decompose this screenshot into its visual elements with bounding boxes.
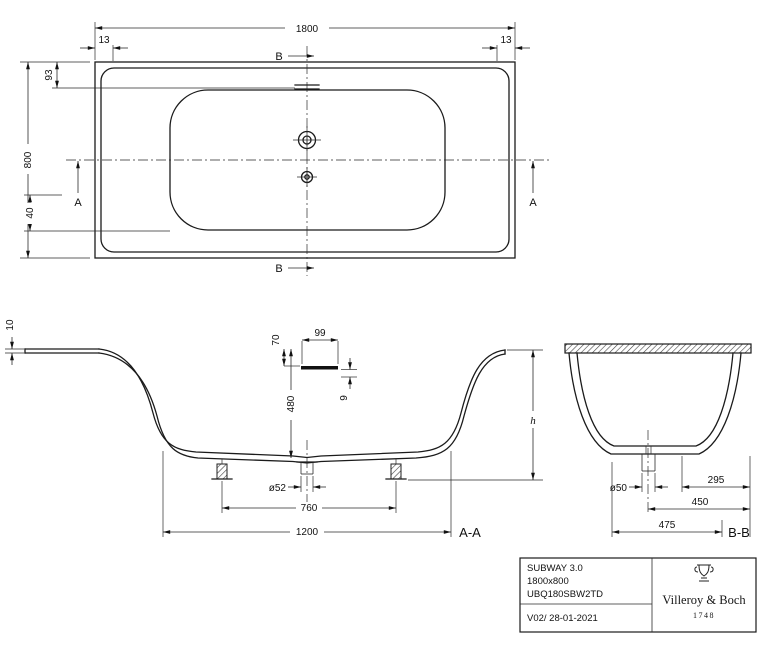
section-a-marker-right: A bbox=[529, 161, 537, 209]
section-a-label-right: A bbox=[529, 197, 537, 209]
tub-outer-edge bbox=[94, 61, 516, 259]
dim-295: 295 bbox=[681, 456, 751, 537]
dim-feet-760: 760 bbox=[221, 481, 397, 514]
dim-overflow-offset: 93 bbox=[44, 61, 295, 89]
dim-295-label: 295 bbox=[708, 475, 725, 486]
dim-9: 9 bbox=[339, 358, 357, 401]
tub-rim-inner bbox=[100, 67, 510, 253]
dim-depth-label: 480 bbox=[286, 395, 297, 412]
dim-drain-50-label: ø50 bbox=[610, 483, 628, 494]
dim-rim-thickness: 10 bbox=[5, 319, 24, 365]
foot-right bbox=[385, 459, 407, 480]
dim-475-label: 475 bbox=[659, 520, 676, 531]
dim-height-label: 800 bbox=[23, 151, 34, 168]
jet-symbol bbox=[297, 167, 317, 187]
foot-left bbox=[211, 459, 233, 480]
center-lines bbox=[66, 46, 550, 276]
dim-9-label: 9 bbox=[339, 395, 350, 401]
brand-year: 1748 bbox=[693, 611, 715, 620]
dim-bottom-offset: 40 bbox=[23, 194, 170, 232]
dim-h-label: h bbox=[530, 415, 536, 427]
dim-edge-offset-left: 13 bbox=[80, 35, 128, 61]
dim-width: 1800 bbox=[94, 22, 516, 60]
section-a-label-left: A bbox=[74, 197, 82, 209]
overflow-marker bbox=[294, 84, 320, 90]
section-aa-view: 10 70 99 9 480 bbox=[5, 319, 543, 540]
dim-70: 70 bbox=[271, 334, 300, 367]
product-name: SUBWAY 3.0 bbox=[527, 563, 583, 574]
drain-section bbox=[296, 440, 318, 514]
dim-drain-52-label: ø52 bbox=[269, 483, 287, 494]
dim-475: 475 bbox=[611, 462, 723, 537]
brand-name: Villeroy & Boch bbox=[662, 593, 746, 607]
title-block: SUBWAY 3.0 1800x800 UBQ180SBW2TD V02/ 28… bbox=[519, 557, 757, 633]
brand-logo-icon bbox=[694, 564, 714, 582]
tub-profile bbox=[24, 348, 506, 464]
dim-edge-offset-left-label: 13 bbox=[98, 35, 110, 46]
dim-450-label: 450 bbox=[692, 497, 709, 508]
dim-base-1200-label: 1200 bbox=[296, 527, 319, 538]
drain-section-bb bbox=[641, 430, 656, 515]
dim-edge-offset-right: 13 bbox=[482, 35, 530, 61]
section-bb-view: ø50 295 450 475 B-B bbox=[564, 343, 752, 540]
dim-width-label: 1800 bbox=[296, 24, 319, 35]
overflow-slot-section bbox=[301, 366, 338, 370]
section-a-marker-left: A bbox=[74, 161, 82, 209]
drain-symbol bbox=[293, 126, 321, 154]
dim-450: 450 bbox=[648, 497, 750, 511]
title-block-frame bbox=[519, 557, 757, 633]
drawing-version: V02/ 28-01-2021 bbox=[527, 613, 598, 624]
section-b-label-top: B bbox=[275, 51, 282, 63]
dim-99: 99 bbox=[301, 328, 339, 364]
product-size: 1800x800 bbox=[527, 576, 569, 587]
section-bb-title: B-B bbox=[728, 525, 750, 540]
dim-h: h bbox=[408, 349, 543, 481]
dim-edge-offset-right-label: 13 bbox=[500, 35, 512, 46]
dim-depth: 480 bbox=[283, 349, 297, 458]
section-b-marker-bottom: B bbox=[275, 263, 314, 275]
dim-base-1200: 1200 bbox=[162, 451, 452, 538]
section-b-marker-top: B bbox=[275, 51, 314, 63]
section-b-label-bottom: B bbox=[275, 263, 282, 275]
section-aa-title: A-A bbox=[459, 525, 481, 540]
article-number: UBQ180SBW2TD bbox=[527, 589, 603, 600]
plan-view: 1800 13 13 800 93 bbox=[20, 22, 550, 276]
dim-drain-50: ø50 bbox=[610, 473, 668, 494]
dim-feet-760-label: 760 bbox=[301, 503, 318, 514]
dim-drain-52: ø52 bbox=[269, 476, 326, 494]
dim-99-label: 99 bbox=[314, 328, 326, 339]
dim-bottom-offset-label: 40 bbox=[25, 207, 36, 219]
dim-overflow-offset-label: 93 bbox=[44, 69, 55, 81]
dim-70-label: 70 bbox=[271, 334, 282, 346]
rim-cut-band bbox=[564, 343, 752, 354]
dim-rim-thickness-label: 10 bbox=[5, 319, 16, 331]
dim-height: 800 bbox=[20, 61, 90, 259]
tub-profile-bb bbox=[568, 352, 742, 455]
